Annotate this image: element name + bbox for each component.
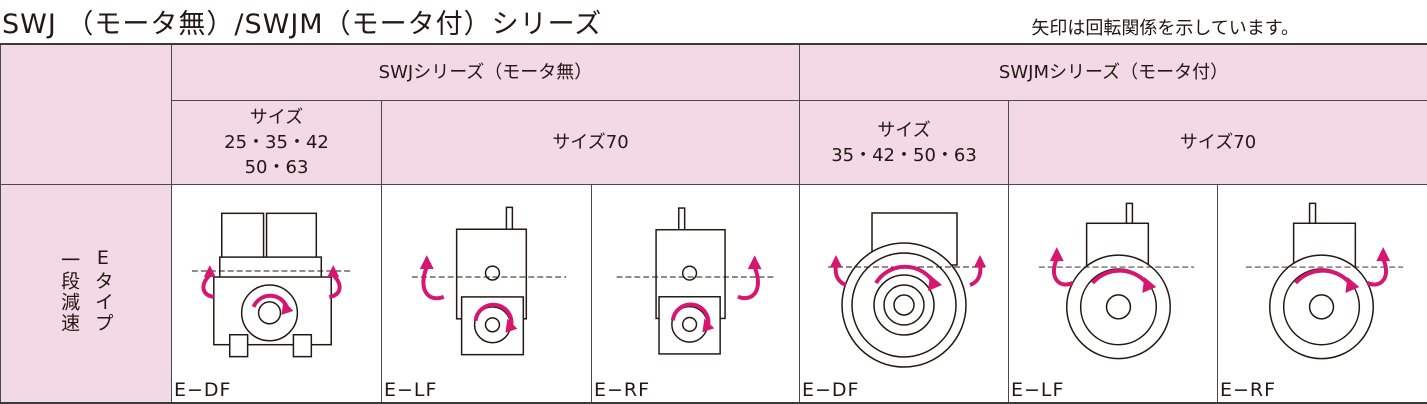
- row-label-type: Eタイプ: [89, 247, 117, 334]
- swj-size-small-header: サイズ 25・35・42 50・63: [172, 101, 382, 185]
- motor-reducer-right-icon: [1218, 185, 1427, 375]
- size-list: 25・35・42: [172, 130, 381, 155]
- mount-cell: E−DF: [800, 185, 1009, 404]
- corner-cell: [1, 44, 172, 185]
- gear-reducer-front-icon: [172, 185, 381, 375]
- mount-cell: E−RF: [592, 185, 800, 404]
- swj-series-header: SWJシリーズ（モータ無）: [172, 44, 800, 101]
- motor-reducer-front-icon: [800, 185, 1008, 375]
- size-list: 50・63: [172, 155, 381, 180]
- size-label: サイズ: [172, 105, 381, 130]
- mount-cell: E−LF: [382, 185, 592, 404]
- mounting-table: SWJシリーズ（モータ無） SWJMシリーズ（モータ付） サイズ 25・35・4…: [0, 43, 1427, 404]
- swjm-size-small-header: サイズ 35・42・50・63: [800, 101, 1009, 185]
- gear-reducer-left-icon: [382, 185, 591, 375]
- mount-cell: E−RF: [1218, 185, 1427, 404]
- swjm-series-header: SWJMシリーズ（モータ付）: [800, 44, 1427, 101]
- swj-size-70-header: サイズ70: [382, 101, 800, 185]
- mount-code: E−RF: [1220, 379, 1276, 401]
- mount-code: E−LF: [1011, 379, 1064, 401]
- gear-reducer-right-icon: [592, 185, 799, 375]
- size-list: 35・42・50・63: [800, 143, 1008, 168]
- mount-code: E−DF: [174, 379, 231, 401]
- rotation-note: 矢印は回転関係を示しています。: [1031, 14, 1299, 40]
- mount-cell: E−DF: [172, 185, 382, 404]
- motor-reducer-left-icon: [1009, 185, 1217, 375]
- swjm-size-70-header: サイズ70: [1009, 101, 1427, 185]
- page-title: SWJ （モータ無）/SWJM（モータ付）シリーズ: [2, 2, 602, 41]
- mount-code: E−RF: [594, 379, 650, 401]
- mount-code: E−DF: [802, 379, 859, 401]
- mount-cell: E−LF: [1009, 185, 1218, 404]
- size-label: サイズ: [800, 118, 1008, 143]
- mount-code: E−LF: [384, 379, 437, 401]
- row-label-stage: 一段減速: [55, 250, 83, 334]
- row-label-cell: 一段減速 Eタイプ: [1, 185, 172, 404]
